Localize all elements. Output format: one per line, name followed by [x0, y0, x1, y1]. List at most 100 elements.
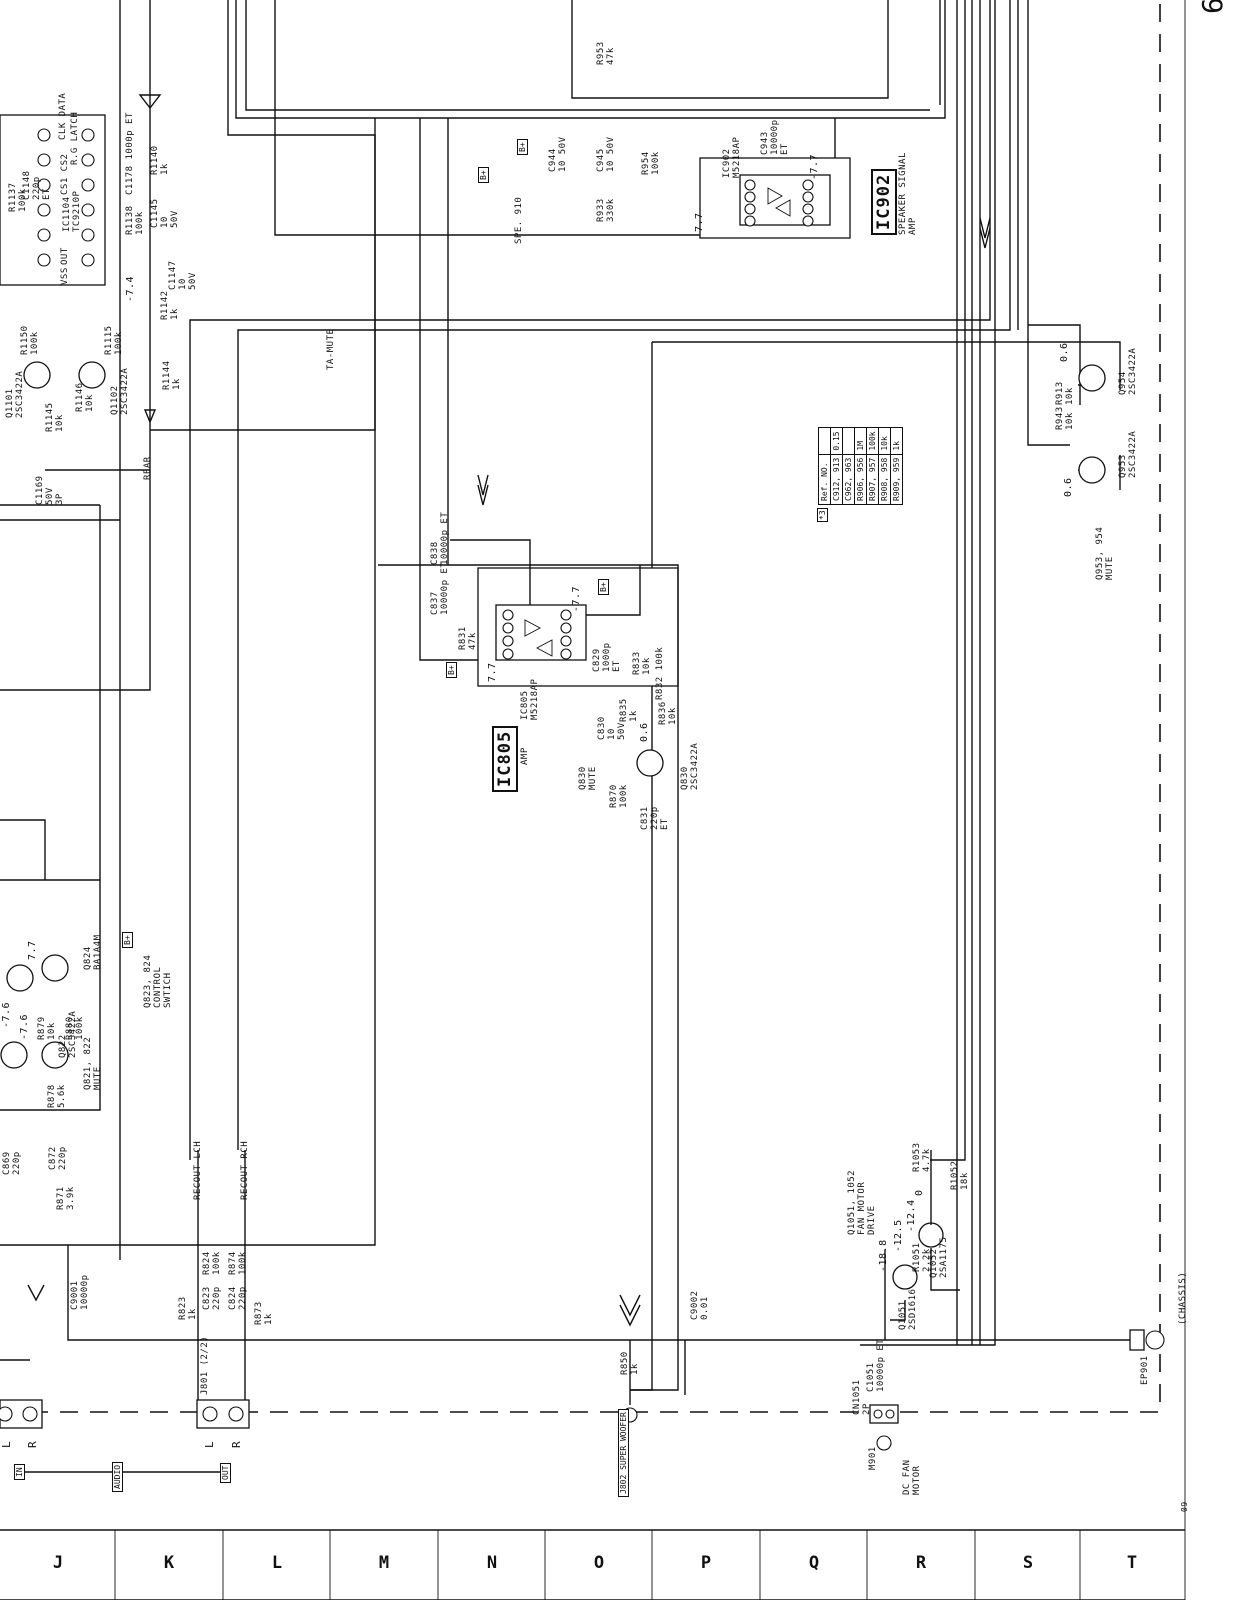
dc-fan-motor-label: DC FAN MOTOR — [902, 1459, 922, 1495]
q1051-1052-label: Q1051, 1052 FAN MOTOR DRIVE — [847, 1169, 877, 1235]
voltage-q822: -7.6 — [19, 1013, 30, 1040]
c1178-label: C1178 1000p ET — [125, 112, 135, 195]
jacks — [0, 1329, 1165, 1451]
ic902-title: IC902 — [871, 168, 897, 235]
q1101-label: Q1101 2SC3422A — [5, 370, 25, 418]
ref-table-cell: C912, 913 — [830, 454, 843, 505]
q1102-label: Q1102 2SC3422A — [110, 367, 130, 415]
j801-label: J801 (2/2) — [200, 1335, 210, 1395]
q1051-type-label: Q1051 2SD1616 — [898, 1288, 918, 1330]
r874-label: R874 100k — [228, 1251, 248, 1275]
bplus-tag-4: B+ — [446, 662, 457, 678]
ic1104-pin-vss: VSS — [60, 267, 70, 285]
c9001-label: C9001 10000p — [70, 1274, 90, 1310]
c1051-label: C1051 10000p ET — [866, 1338, 886, 1392]
r831-label: R831 47k — [458, 626, 478, 650]
c829-label: C829 1000p ET — [592, 642, 622, 672]
r1140-label: R1140 1k — [150, 145, 170, 175]
ic805-desc: AMP — [520, 747, 530, 765]
m901-label: M901 — [868, 1446, 878, 1470]
c824-label: C824 220p — [228, 1286, 248, 1310]
ic805-title: IC805 — [492, 725, 518, 792]
signal-arrows — [27, 94, 991, 1327]
q823-824-label: Q823, 824 CONTROL SWTICH — [143, 954, 173, 1008]
r835-label: R835 1k — [619, 698, 639, 722]
net-label-rear: REAR — [143, 456, 153, 480]
r836-label: R836 10k — [658, 701, 678, 725]
column-letter-j: J — [52, 1553, 64, 1573]
ic1104-symbol — [0, 114, 106, 286]
r823-label: R823 1k — [178, 1296, 198, 1320]
c823-label: C823 220p — [202, 1286, 222, 1310]
ref-table-cell: R908, 958 — [878, 454, 891, 505]
ref-table-cell: 1k — [890, 427, 903, 455]
r879-label: R879 10k — [37, 1016, 57, 1040]
ref-table-tag: *3 — [817, 508, 828, 522]
c1148-label: C1148 220p ET — [22, 170, 52, 200]
r1146-label: R1146 10k — [75, 382, 95, 412]
ic805-symbol — [378, 118, 679, 1391]
net-label-ta-mute: TA-MUTE — [326, 328, 336, 370]
q830-label: Q830 MUTE — [578, 766, 598, 790]
column-letter-q: Q — [808, 1553, 820, 1573]
c1169-label: C1169 50V 3P — [35, 475, 65, 505]
voltage-q1052: -12.4 — [906, 1199, 917, 1232]
r824-label: R824 100k — [202, 1251, 222, 1275]
ic1104-pin-latch: R.G LATCH — [70, 111, 80, 165]
ref-table-cell: 0.15 — [830, 427, 843, 455]
column-letter-s: S — [1022, 1553, 1034, 1573]
voltage-ic1104: -7.4 — [125, 275, 136, 302]
q954-type-label: Q954 2SC3422A — [1118, 347, 1138, 395]
c944-label: C944 10 50V — [548, 136, 568, 172]
ep901-label: EP901 — [1140, 1355, 1150, 1385]
ic902-part-label: IC902 M5218AP — [722, 136, 742, 178]
r954-label: R954 100k — [641, 151, 661, 175]
column-letter-t: T — [1126, 1553, 1138, 1573]
ref-table-cell: 1M — [854, 427, 867, 455]
voltage-q821: -7.6 — [1, 1001, 12, 1028]
c872-label: C872 220p — [48, 1146, 68, 1170]
bplus-tag-5: B+ — [122, 932, 133, 948]
voltage-ic902-pos: 7.7 — [694, 212, 705, 232]
bottom-wiring — [0, 1150, 1140, 1420]
jack-r-left: R — [26, 1440, 39, 1448]
ic805-part-label: IC805 M5218AP — [520, 678, 540, 720]
ic902-desc: SPEAKER SIGNAL AMP — [898, 152, 918, 235]
net-label-recout-rch: RECOUT-RCH — [240, 1140, 250, 1200]
c838-label: C838 10000p ET — [430, 511, 450, 565]
q953-954-label: Q953, 954 MUTE — [1095, 526, 1115, 580]
r850-label: R850 1k — [620, 1351, 640, 1375]
voltage-q954: 0.6 — [1059, 342, 1070, 362]
j802-super-woofer-label: J802 SUPER WOOFER — [618, 1409, 629, 1497]
net-label-recout-lch: RECOUT-LCH — [193, 1140, 203, 1200]
r871-label: R871 3.9k — [56, 1186, 76, 1210]
q821-822-label: Q821, 822 MUTE — [83, 1036, 103, 1090]
r870-label: R870 100k — [609, 784, 629, 808]
r953-label: R953 47k — [596, 41, 616, 65]
r933-label: R933 330k — [596, 198, 616, 222]
voltage-ic805-neg: -7.7 — [571, 585, 582, 612]
ic1104-pin-clk-data: CLK DATA — [58, 92, 68, 140]
c9002-label: C9002 0.01 — [690, 1290, 710, 1320]
r880-label: R880 100k — [65, 1016, 85, 1040]
chassis-boundary — [0, 0, 1161, 1413]
ic902-symbol — [699, 157, 851, 239]
audio-in-label: IN — [14, 1464, 25, 1480]
q953-type-label: Q953 2SC3422A — [1118, 430, 1138, 478]
bplus-tag-2: B+ — [517, 139, 528, 155]
c831-label: C831 220p ET — [640, 806, 670, 830]
column-letter-o: O — [593, 1553, 605, 1573]
column-letter-r: R — [915, 1553, 927, 1573]
r833-label: R833 10k — [632, 651, 652, 675]
ref-table-cell: C962, 963 — [842, 454, 855, 505]
r1115-label: R1115 100k — [104, 325, 124, 355]
column-letter-k: K — [163, 1553, 175, 1573]
voltage-ic805-pos: 7.7 — [487, 662, 498, 682]
c943-label: C943 10000p ET — [760, 119, 790, 155]
c869-label: C869 220p — [2, 1151, 22, 1175]
r873-label: R873 1k — [254, 1301, 274, 1325]
r878-label: R878 5.6k — [47, 1084, 67, 1108]
voltage-q953: 0.6 — [1063, 477, 1074, 497]
bplus-tag-3: B+ — [598, 579, 609, 595]
